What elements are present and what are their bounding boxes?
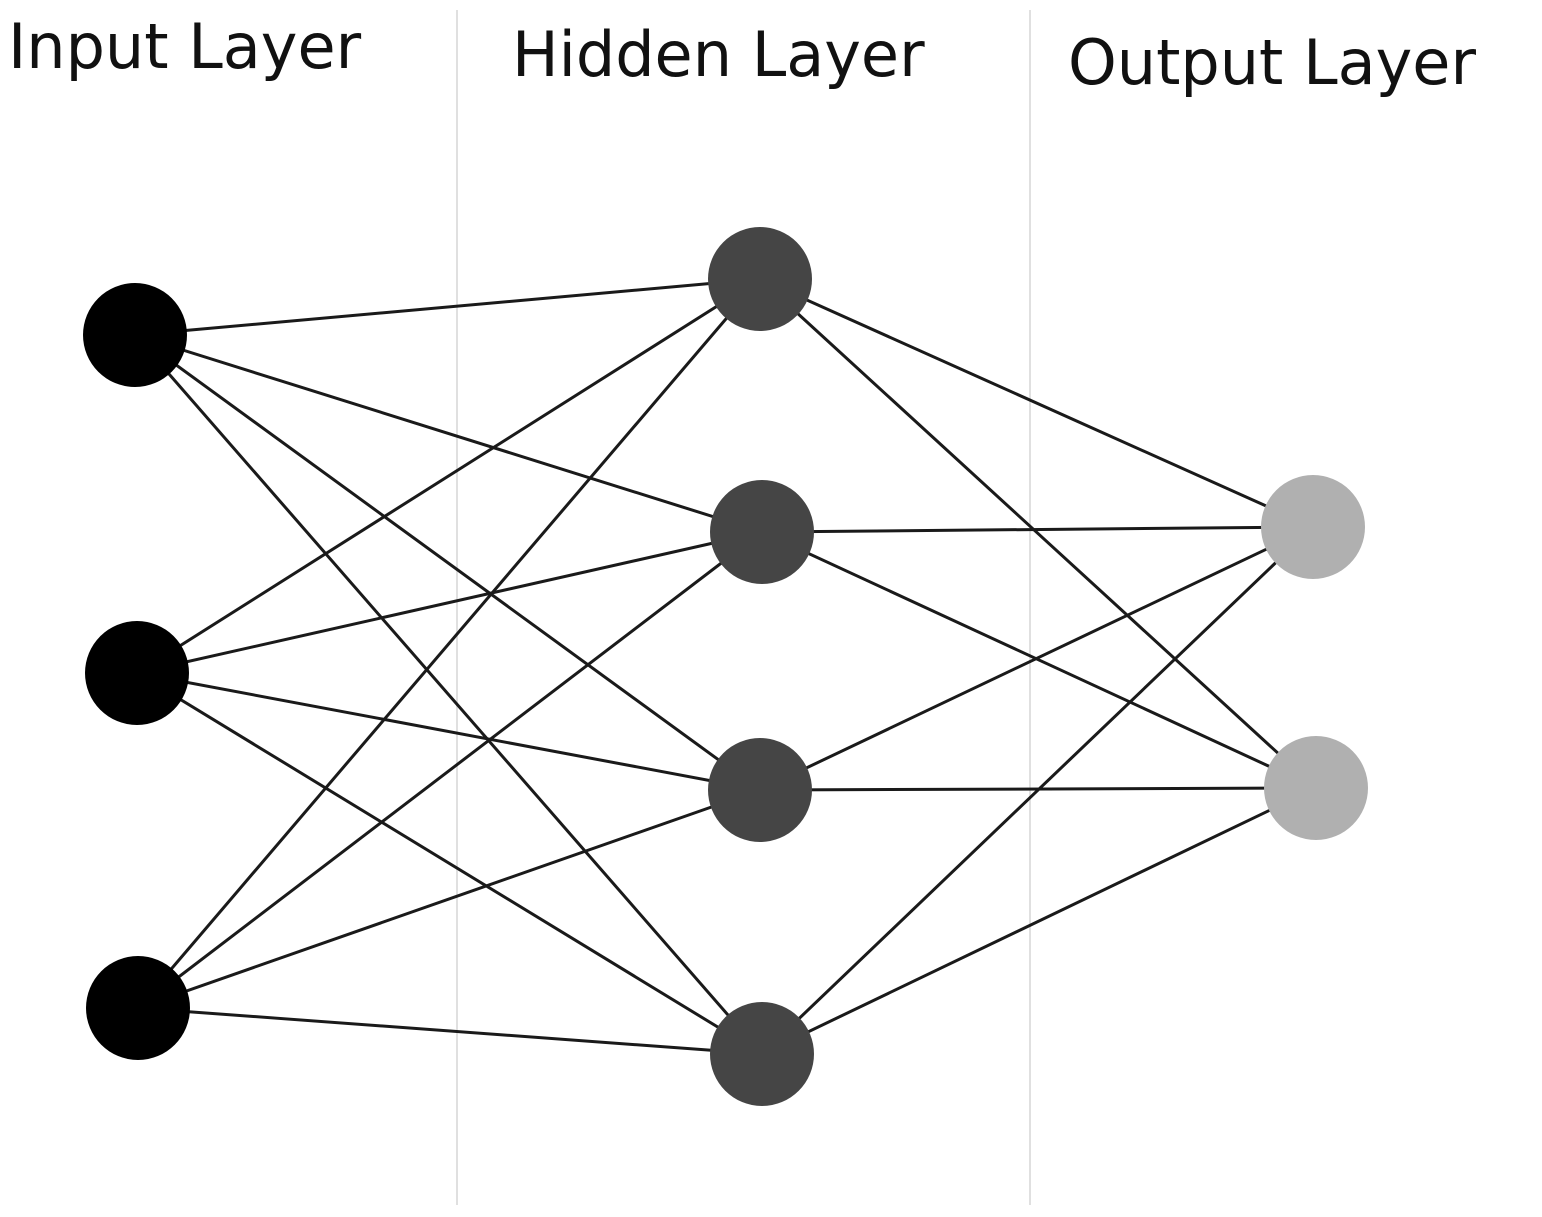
edge-l0-n1-to-l1-n0 bbox=[136, 277, 761, 675]
edge-l0-n2-to-l1-n1 bbox=[137, 530, 763, 1010]
neurons bbox=[83, 227, 1368, 1106]
input-neuron-1 bbox=[83, 283, 187, 387]
edge-l1-n0-to-l2-n1 bbox=[758, 277, 1318, 790]
edge-l0-n1-to-l1-n1 bbox=[136, 530, 763, 675]
edge-l0-n2-to-l1-n3 bbox=[137, 1006, 763, 1056]
edge-l0-n1-to-l1-n3 bbox=[136, 671, 763, 1056]
output-neuron-1 bbox=[1261, 475, 1365, 579]
hidden-neuron-4 bbox=[710, 1002, 814, 1106]
output-layer-title: Output Layer bbox=[1068, 26, 1476, 99]
hidden-neuron-1 bbox=[708, 227, 812, 331]
edge-l1-n1-to-l2-n1 bbox=[761, 530, 1317, 790]
layer-dividers bbox=[456, 10, 1031, 1205]
edge-l0-n1-to-l1-n2 bbox=[136, 671, 761, 792]
input-layer-title: Input Layer bbox=[8, 10, 362, 83]
edge-l0-n2-to-l1-n0 bbox=[136, 278, 762, 1009]
input-neuron-3 bbox=[86, 956, 190, 1060]
edge-l1-n0-to-l2-n0 bbox=[759, 277, 1314, 529]
connections bbox=[133, 277, 1318, 1056]
edge-l0-n0-to-l1-n1 bbox=[134, 333, 763, 534]
edge-l1-n3-to-l2-n0 bbox=[760, 525, 1315, 1056]
edge-l0-n0-to-l1-n2 bbox=[134, 333, 761, 792]
hidden-neuron-3 bbox=[708, 738, 812, 842]
input-neuron-2 bbox=[85, 621, 189, 725]
edge-l1-n1-to-l2-n0 bbox=[761, 525, 1314, 534]
edge-l0-n2-to-l1-n2 bbox=[137, 788, 761, 1010]
edge-l1-n3-to-l2-n1 bbox=[761, 786, 1317, 1056]
edge-l0-n0-to-l1-n0 bbox=[134, 277, 761, 337]
hidden-neuron-2 bbox=[710, 480, 814, 584]
output-neuron-2 bbox=[1264, 736, 1368, 840]
edge-l1-n2-to-l2-n0 bbox=[759, 525, 1314, 792]
hidden-layer-title: Hidden Layer bbox=[512, 18, 925, 91]
edge-l0-n0-to-l1-n3 bbox=[133, 334, 764, 1055]
